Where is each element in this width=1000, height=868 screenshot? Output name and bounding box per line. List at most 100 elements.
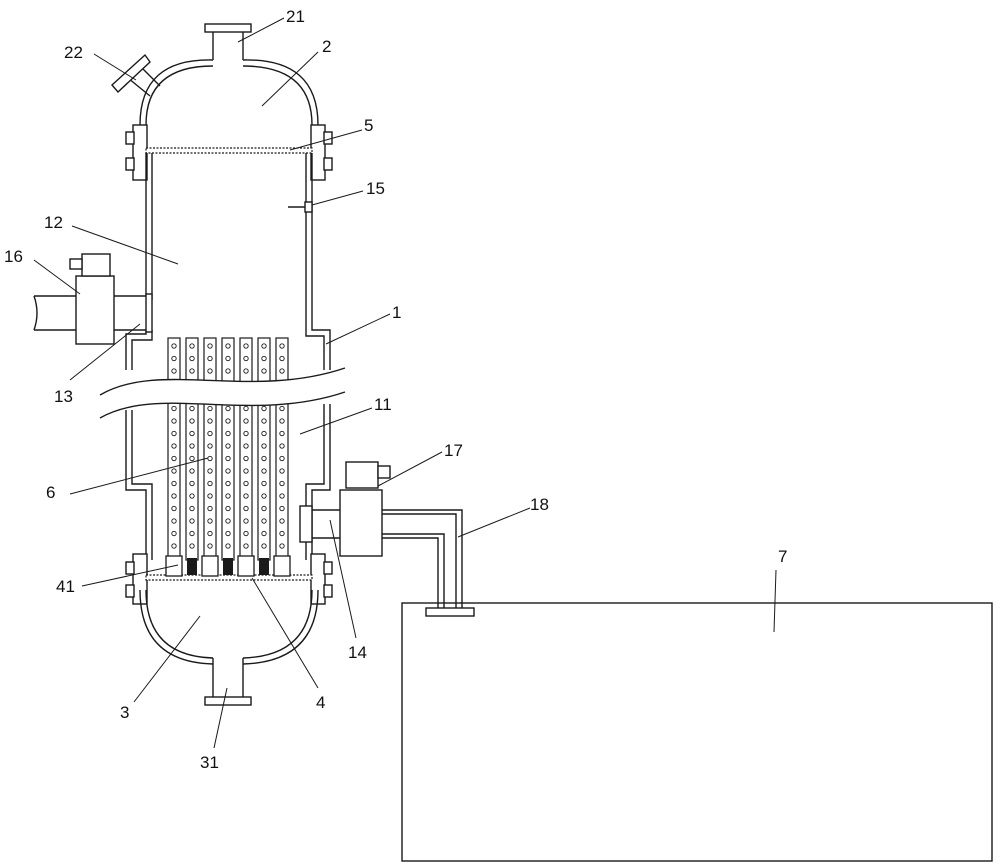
upper-shell bbox=[125, 153, 331, 370]
leader-41 bbox=[81, 564, 179, 587]
tube-wall bbox=[203, 337, 217, 561]
tube-perforation bbox=[279, 355, 285, 362]
tube-perforation bbox=[189, 355, 195, 362]
tube-perforation bbox=[279, 343, 285, 349]
tube-perforation bbox=[243, 443, 249, 449]
level-probe-head bbox=[304, 201, 313, 213]
tube-perforation bbox=[171, 405, 177, 412]
tube-perforation bbox=[225, 468, 231, 474]
tube-perforation bbox=[225, 430, 231, 437]
tube-perforation bbox=[279, 543, 285, 549]
label-5: 5 bbox=[364, 116, 373, 135]
label-21: 21 bbox=[286, 7, 305, 26]
tube-perforation bbox=[261, 430, 267, 437]
label-2: 2 bbox=[322, 37, 331, 56]
tube-perforation bbox=[189, 543, 195, 549]
leader-18 bbox=[457, 507, 531, 538]
tube-perforation bbox=[189, 443, 195, 449]
tube-perforation bbox=[261, 518, 267, 524]
tube-perforation bbox=[225, 505, 231, 512]
leader-1 bbox=[325, 313, 391, 345]
tube-socket bbox=[201, 555, 219, 577]
tube-perforation bbox=[207, 530, 213, 537]
outlet-valve-actuator bbox=[345, 461, 379, 489]
tube-wall bbox=[167, 337, 181, 561]
tube-perforation bbox=[225, 418, 231, 424]
support-plate bbox=[145, 574, 313, 581]
tube-perforation bbox=[207, 405, 213, 412]
tube-perforation bbox=[207, 518, 213, 524]
tube-perforation bbox=[171, 368, 177, 374]
upper-shell-left-step bbox=[125, 330, 153, 370]
tube-perforation bbox=[243, 405, 249, 412]
tube-perforation bbox=[171, 518, 177, 524]
inlet-valve-actuator bbox=[81, 253, 111, 277]
label-3: 3 bbox=[120, 703, 129, 722]
bottom-nozzle-flange bbox=[204, 696, 252, 706]
tube-perforation bbox=[171, 505, 177, 512]
tube-perforation bbox=[261, 468, 267, 474]
leader-11 bbox=[299, 407, 373, 435]
inlet-pipe-right bbox=[114, 295, 146, 331]
tube-perforation bbox=[207, 443, 213, 449]
break-line-upper bbox=[99, 367, 346, 396]
tube-perforation bbox=[225, 543, 231, 549]
tube-perforation bbox=[225, 480, 231, 487]
leader-16 bbox=[33, 259, 81, 295]
tube-perforation bbox=[279, 505, 285, 512]
leader-7 bbox=[773, 569, 777, 633]
bottom-dome-inner bbox=[145, 589, 313, 659]
tube-perforation bbox=[171, 418, 177, 424]
top-right-bolt-b bbox=[323, 157, 333, 171]
bottom-right-bolt-b bbox=[323, 584, 333, 598]
tube-perforation bbox=[207, 493, 213, 499]
tube-perforation bbox=[225, 355, 231, 362]
drain-pipe bbox=[382, 509, 463, 608]
tube-perforation bbox=[189, 343, 195, 349]
tube-perforation bbox=[225, 530, 231, 537]
tube-perforation bbox=[261, 455, 267, 462]
inlet-port bbox=[145, 293, 153, 333]
tube-wall bbox=[257, 337, 271, 561]
tube-perforation bbox=[225, 518, 231, 524]
tube-perforation bbox=[189, 455, 195, 462]
top-left-flange bbox=[132, 124, 148, 181]
tube-perforation bbox=[261, 418, 267, 424]
tube-perforation bbox=[189, 530, 195, 537]
top-dome-outer bbox=[139, 59, 319, 126]
tube-sockets bbox=[165, 555, 291, 577]
tube-perforation bbox=[243, 343, 249, 349]
tube-perforation bbox=[189, 505, 195, 512]
label-18: 18 bbox=[530, 495, 549, 514]
tube-perforation bbox=[207, 430, 213, 437]
tube-perforation bbox=[279, 455, 285, 462]
tube-perforation bbox=[279, 468, 285, 474]
upper-shell-right-wall bbox=[305, 153, 331, 370]
tube bbox=[185, 337, 199, 561]
top-right-flange bbox=[310, 124, 326, 181]
tube-perforation bbox=[207, 343, 213, 349]
bottom-left-bolt-a bbox=[125, 561, 135, 575]
tube-perforation bbox=[243, 355, 249, 362]
tube-perforation bbox=[279, 418, 285, 424]
tube-perforation bbox=[225, 443, 231, 449]
tube-perforation bbox=[261, 405, 267, 412]
lower-shell-left-wall bbox=[125, 410, 153, 560]
outlet-valve-body bbox=[339, 489, 383, 557]
tube-perforation bbox=[243, 468, 249, 474]
break-lines bbox=[99, 367, 346, 419]
leader-4 bbox=[251, 577, 319, 689]
tube-perforation bbox=[171, 430, 177, 437]
outlet-pipe-short bbox=[312, 509, 340, 539]
inlet-pipe-break bbox=[33, 295, 38, 331]
tube-perforation bbox=[225, 405, 231, 412]
tube-socket-gap bbox=[223, 558, 233, 575]
tube-perforation bbox=[261, 368, 267, 374]
bottom-left-bolt-b bbox=[125, 584, 135, 598]
angled-nozzle-flange bbox=[111, 53, 151, 94]
outlet-valve-actuator-cap bbox=[377, 465, 391, 479]
drain-pipe-flange bbox=[425, 607, 475, 617]
leader-15 bbox=[311, 190, 364, 206]
top-nozzle-pipe bbox=[212, 32, 244, 60]
